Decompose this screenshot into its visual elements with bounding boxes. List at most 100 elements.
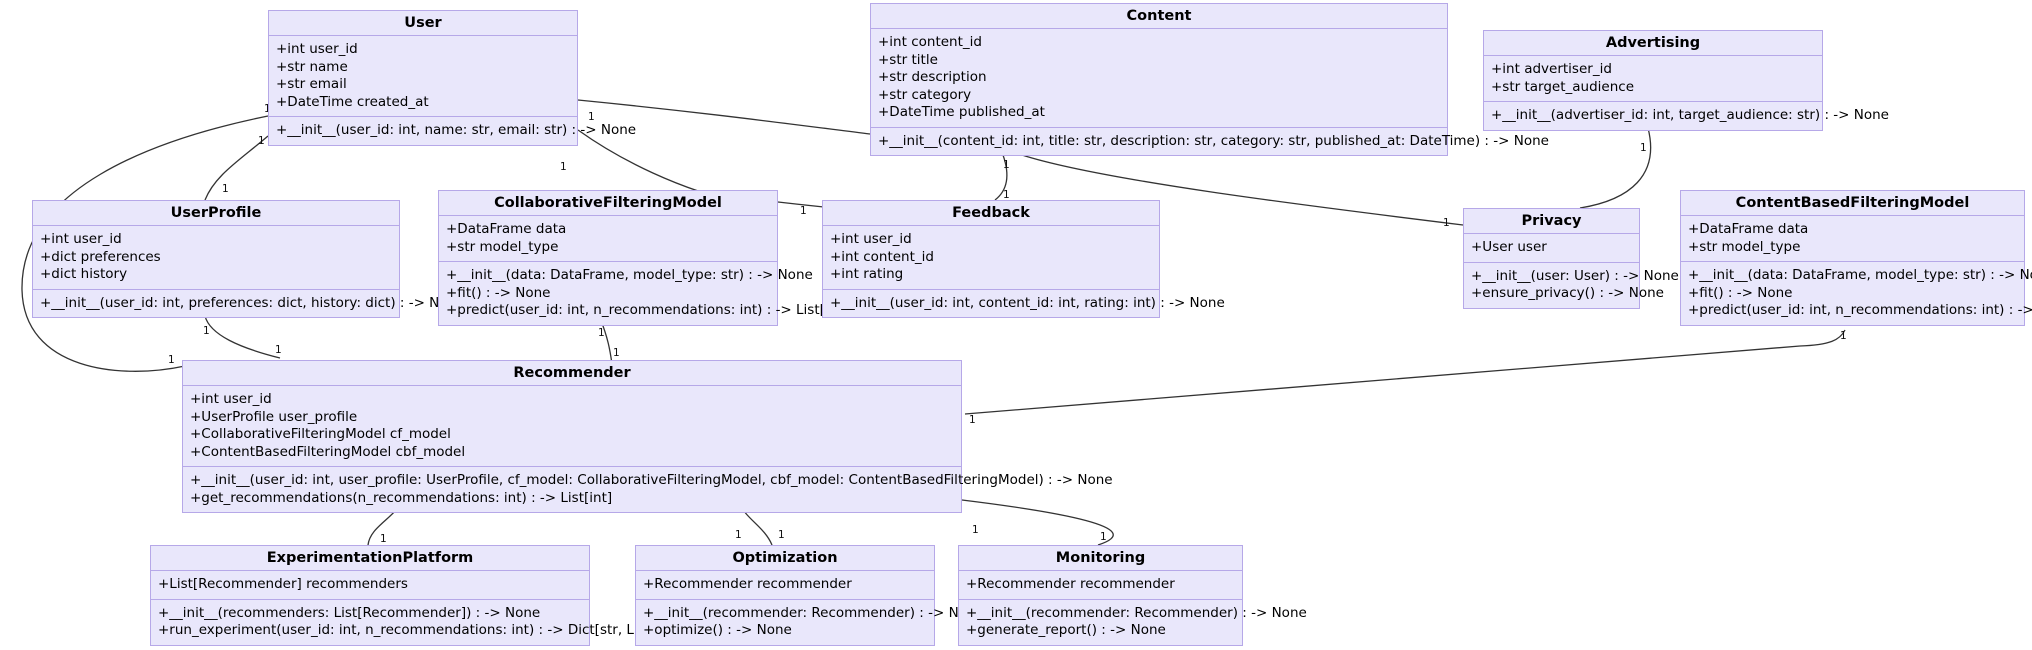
attribute-row: +int content_id	[878, 34, 982, 50]
edge-cbfmodel-recommender-line	[964, 345, 1801, 415]
attribute-row: +str description	[878, 69, 987, 85]
attribute-row: +User user	[1471, 239, 1547, 255]
multiplicity-label: 1	[800, 205, 807, 217]
attribute-row: +ContentBasedFilteringModel cbf_model	[190, 443, 466, 460]
edge-cbfmodel-recommender	[1799, 329, 1846, 347]
class-box-content[interactable]: Content +int content_id +str title +str …	[870, 3, 1549, 156]
method-row: +__init__(content_id: int, title: str, d…	[878, 132, 1549, 149]
class-title: Recommender	[183, 361, 961, 386]
method-row: +predict(user_id: int, n_recommendations…	[1688, 302, 2032, 318]
class-box-privacy[interactable]: Privacy +User user +__init__(user: User)…	[1463, 208, 1679, 309]
multiplicity-label: 1	[588, 111, 595, 123]
class-attributes: +DataFrame data +str model_type	[439, 216, 777, 262]
class-box-advertising[interactable]: Advertising +int advertiser_id +str targ…	[1483, 30, 1889, 131]
class-box-contentbasedfilteringmodel[interactable]: ContentBasedFilteringModel +DataFrame da…	[1680, 190, 2032, 326]
attribute-row: +Recommender recommender	[643, 576, 852, 592]
class-box-collaborativefilteringmodel[interactable]: CollaborativeFilteringModel +DataFrame d…	[438, 190, 848, 326]
class-attributes: +int user_id +str name +str email +DateT…	[269, 36, 577, 117]
multiplicity-label: 1	[1003, 159, 1010, 171]
method-row: +run_experiment(user_id: int, n_recommen…	[158, 622, 684, 638]
attribute-row: +DateTime created_at	[276, 93, 429, 110]
attribute-row: +dict history	[40, 266, 128, 282]
class-attributes: +Recommender recommender	[636, 571, 934, 600]
attribute-row: +int user_id	[830, 231, 912, 247]
method-row: +__init__(user_id: int, preferences: dic…	[40, 294, 465, 311]
multiplicity-label: 1	[168, 354, 175, 366]
class-methods: +__init__(data: DataFrame, model_type: s…	[439, 262, 848, 325]
attribute-row: +str email	[276, 76, 347, 92]
class-methods: +__init__(recommender: Recommender) : ->…	[959, 600, 1307, 645]
multiplicity-label: 1	[203, 325, 210, 337]
method-row: +__init__(data: DataFrame, model_type: s…	[446, 267, 813, 283]
class-methods: +__init__(advertiser_id: int, target_aud…	[1484, 102, 1889, 130]
multiplicity-label: 1	[598, 327, 605, 339]
attribute-row: +str model_type	[446, 238, 559, 255]
class-methods: +__init__(data: DataFrame, model_type: s…	[1681, 262, 2032, 325]
multiplicity-label: 1	[1443, 217, 1450, 229]
multiplicity-label: 1	[222, 183, 229, 195]
class-methods: +__init__(user_id: int, content_id: int,…	[823, 290, 1225, 318]
multiplicity-label: 1	[380, 533, 387, 545]
attribute-row: +str title	[878, 51, 938, 68]
class-box-recommender[interactable]: Recommender +int user_id +UserProfile us…	[182, 360, 1113, 513]
class-methods: +__init__(recommender: Recommender) : ->…	[636, 600, 984, 645]
class-box-user[interactable]: User +int user_id +str name +str email +…	[268, 10, 637, 146]
class-box-experimentationplatform[interactable]: ExperimentationPlatform +List[Recommende…	[150, 545, 684, 646]
class-title: Optimization	[636, 546, 934, 571]
method-row: +predict(user_id: int, n_recommendations…	[446, 302, 848, 318]
multiplicity-label: 1	[969, 414, 976, 426]
class-attributes: +List[Recommender] recommenders	[151, 571, 589, 600]
class-box-monitoring[interactable]: Monitoring +Recommender recommender +__i…	[958, 545, 1307, 646]
method-row: +ensure_privacy() : -> None	[1471, 285, 1664, 301]
multiplicity-label: 1	[972, 524, 979, 536]
multiplicity-label: 1	[1640, 142, 1647, 154]
attribute-row: +CollaborativeFilteringModel cf_model	[190, 426, 451, 442]
attribute-row: +int rating	[830, 266, 904, 282]
class-methods: +__init__(user_id: int, preferences: dic…	[33, 290, 465, 318]
class-title: Feedback	[823, 201, 1159, 226]
class-attributes: +Recommender recommender	[959, 571, 1242, 600]
attribute-row: +DateTime published_at	[878, 104, 1045, 120]
attribute-row: +List[Recommender] recommenders	[158, 576, 408, 592]
multiplicity-label: 1	[1100, 531, 1107, 543]
class-title: User	[269, 11, 577, 36]
class-attributes: +int advertiser_id +str target_audience	[1484, 56, 1822, 102]
attribute-row: +str category	[878, 86, 972, 103]
method-row: +get_recommendations(n_recommendations: …	[190, 489, 613, 506]
attribute-row: +Recommender recommender	[966, 576, 1175, 592]
edge-userprofile-recommender	[204, 315, 281, 359]
multiplicity-label: 1	[613, 347, 620, 359]
method-row: +fit() : -> None	[446, 284, 551, 301]
class-title: Advertising	[1484, 31, 1822, 56]
method-row: +__init__(recommenders: List[Recommender…	[158, 604, 541, 621]
method-row: +__init__(recommender: Recommender) : ->…	[966, 604, 1307, 621]
edge-recommender-monitoring	[961, 499, 1114, 546]
class-box-userprofile[interactable]: UserProfile +int user_id +dict preferenc…	[32, 200, 465, 318]
attribute-row: +DataFrame data	[446, 221, 567, 237]
method-row: +__init__(advertiser_id: int, target_aud…	[1491, 107, 1889, 123]
multiplicity-label: 1	[264, 104, 271, 115]
method-row: +__init__(user: User) : -> None	[1471, 267, 1679, 284]
attribute-row: +DataFrame data	[1688, 221, 1809, 237]
class-attributes: +int content_id +str title +str descript…	[871, 29, 1447, 128]
class-attributes: +int user_id +UserProfile user_profile +…	[183, 386, 961, 467]
method-row: +__init__(recommender: Recommender) : ->…	[643, 604, 984, 621]
multiplicity-label: 1	[778, 529, 785, 541]
multiplicity-label: 1	[258, 135, 265, 147]
class-methods: +__init__(recommenders: List[Recommender…	[151, 600, 684, 645]
class-attributes: +User user	[1464, 234, 1639, 263]
class-box-feedback[interactable]: Feedback +int user_id +int content_id +i…	[822, 200, 1225, 318]
class-methods: +__init__(content_id: int, title: str, d…	[871, 128, 1549, 156]
class-attributes: +int user_id +dict preferences +dict his…	[33, 226, 399, 290]
class-methods: +__init__(user: User) : -> None +ensure_…	[1464, 263, 1679, 308]
attribute-row: +UserProfile user_profile	[190, 408, 358, 425]
class-box-optimization[interactable]: Optimization +Recommender recommender +_…	[635, 545, 984, 646]
method-row: +__init__(user_id: int, content_id: int,…	[830, 294, 1225, 311]
method-row: +__init__(user_id: int, name: str, email…	[276, 122, 637, 138]
attribute-row: +int user_id	[276, 41, 358, 57]
class-title: CollaborativeFilteringModel	[439, 191, 777, 216]
method-row: +optimize() : -> None	[643, 622, 792, 638]
attribute-row: +int user_id	[190, 391, 272, 407]
attribute-row: +int content_id	[830, 248, 934, 265]
